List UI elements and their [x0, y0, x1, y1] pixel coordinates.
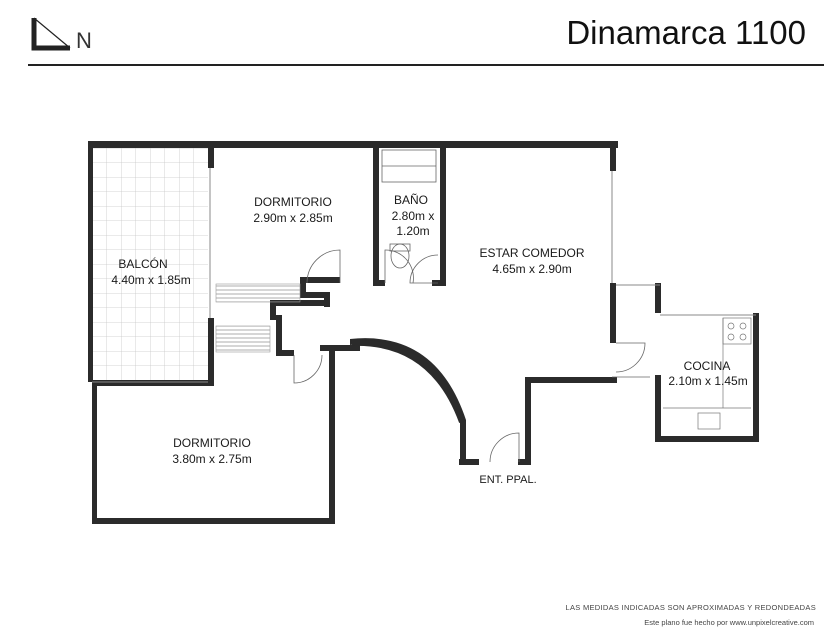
room-size-dormitorio-2: 3.80m x 2.75m: [172, 452, 251, 466]
brand-logo-icon: [31, 17, 71, 51]
page-title: Dinamarca 1100: [566, 14, 806, 51]
room-name-bano: BAÑO: [394, 193, 428, 207]
footer-note: LAS MEDIDAS INDICADAS SON APROXIMADAS Y …: [565, 603, 816, 612]
room-name-dormitorio-1: DORMITORIO: [254, 195, 332, 209]
room-size-bano-line1: 2.80m x: [392, 209, 435, 223]
stair-lower: [215, 325, 271, 353]
walls: [88, 141, 759, 524]
balcony-floor: [92, 148, 208, 382]
windows: [92, 168, 756, 383]
footer-credit: Este plano fue hecho por www.unpixelcrea…: [644, 618, 814, 627]
header: N Dinamarca 1100: [0, 0, 840, 66]
doors: [293, 249, 650, 463]
entrance-label: ENT. PPAL.: [479, 474, 536, 486]
bath-fixtures: [381, 149, 437, 269]
kitchen-fixtures: [663, 317, 752, 430]
room-name-balcon: BALCÓN: [118, 256, 167, 271]
room-size-cocina: 2.10m x 1.45m: [668, 374, 747, 388]
room-name-cocina: COCINA: [684, 359, 731, 373]
room-size-estar-comedor: 4.65m x 2.90m: [492, 262, 571, 276]
room-size-bano-line2: 1.20m: [396, 224, 429, 238]
room-name-dormitorio-2: DORMITORIO: [173, 436, 251, 450]
stair-upper: [215, 283, 301, 303]
header-divider: [28, 64, 824, 66]
footer-credit-link[interactable]: www.unpixelcreative.com: [729, 618, 814, 627]
room-size-dormitorio-1: 2.90m x 2.85m: [253, 211, 332, 225]
brand-letter: N: [76, 28, 93, 53]
footer-credit-prefix: Este plano fue hecho por: [644, 618, 728, 627]
room-size-balcon: 4.40m x 1.85m: [111, 273, 190, 287]
room-name-estar-comedor: ESTAR COMEDOR: [479, 246, 584, 260]
curved-wall: [350, 338, 466, 462]
